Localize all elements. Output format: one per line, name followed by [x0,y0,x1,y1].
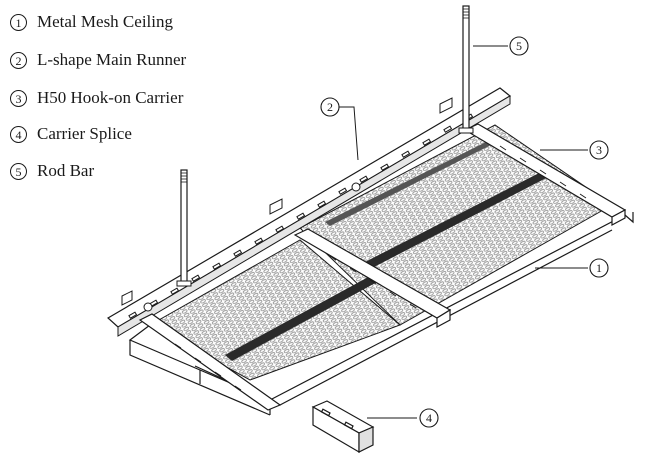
rod-bar-right [458,5,474,134]
svg-text:5: 5 [516,39,522,53]
legend-label: Carrier Splice [37,124,132,143]
legend-number: 1 [10,13,27,31]
legend-label: Rod Bar [37,161,95,180]
callout-2: 2 [320,97,340,117]
rod-bars [143,5,474,312]
panel-slot [225,275,379,361]
h50-hook-on-carriers [138,123,627,411]
legend-item-h50-hook-on-carrier: 3 H50 Hook-on Carrier [10,88,183,108]
svg-text:1: 1 [596,261,602,275]
callout-5: 5 [509,36,529,56]
legend-label: L-shape Main Runner [37,50,187,69]
rod-bar-left [176,169,192,287]
callout-3: 3 [589,140,609,160]
panel-slot [365,170,552,268]
legend-label: H50 Hook-on Carrier [37,88,184,107]
svg-text:3: 3 [596,143,602,157]
l-shape-main-runner [106,87,512,337]
legend-label: Metal Mesh Ceiling [37,12,173,31]
svg-text:4: 4 [426,411,432,425]
legend-number: 2 [10,51,27,69]
callout-markers: 5 2 3 1 4 [320,36,609,428]
legend-item-l-shape-main-runner: 2 L-shape Main Runner [10,50,186,70]
legend-number: 3 [10,89,27,107]
legend-number: 4 [10,125,27,143]
callout-4: 4 [419,408,439,428]
carrier-splice [311,400,375,454]
callout-1: 1 [589,258,609,278]
legend-item-carrier-splice: 4 Carrier Splice [10,124,132,144]
legend-item-rod-bar: 5 Rod Bar [10,161,94,181]
panel-slot [325,140,495,226]
svg-text:2: 2 [327,100,333,114]
legend-number: 5 [10,162,27,180]
legend-item-metal-mesh-ceiling: 1 Metal Mesh Ceiling [10,12,173,32]
leader-lines [339,45,588,419]
